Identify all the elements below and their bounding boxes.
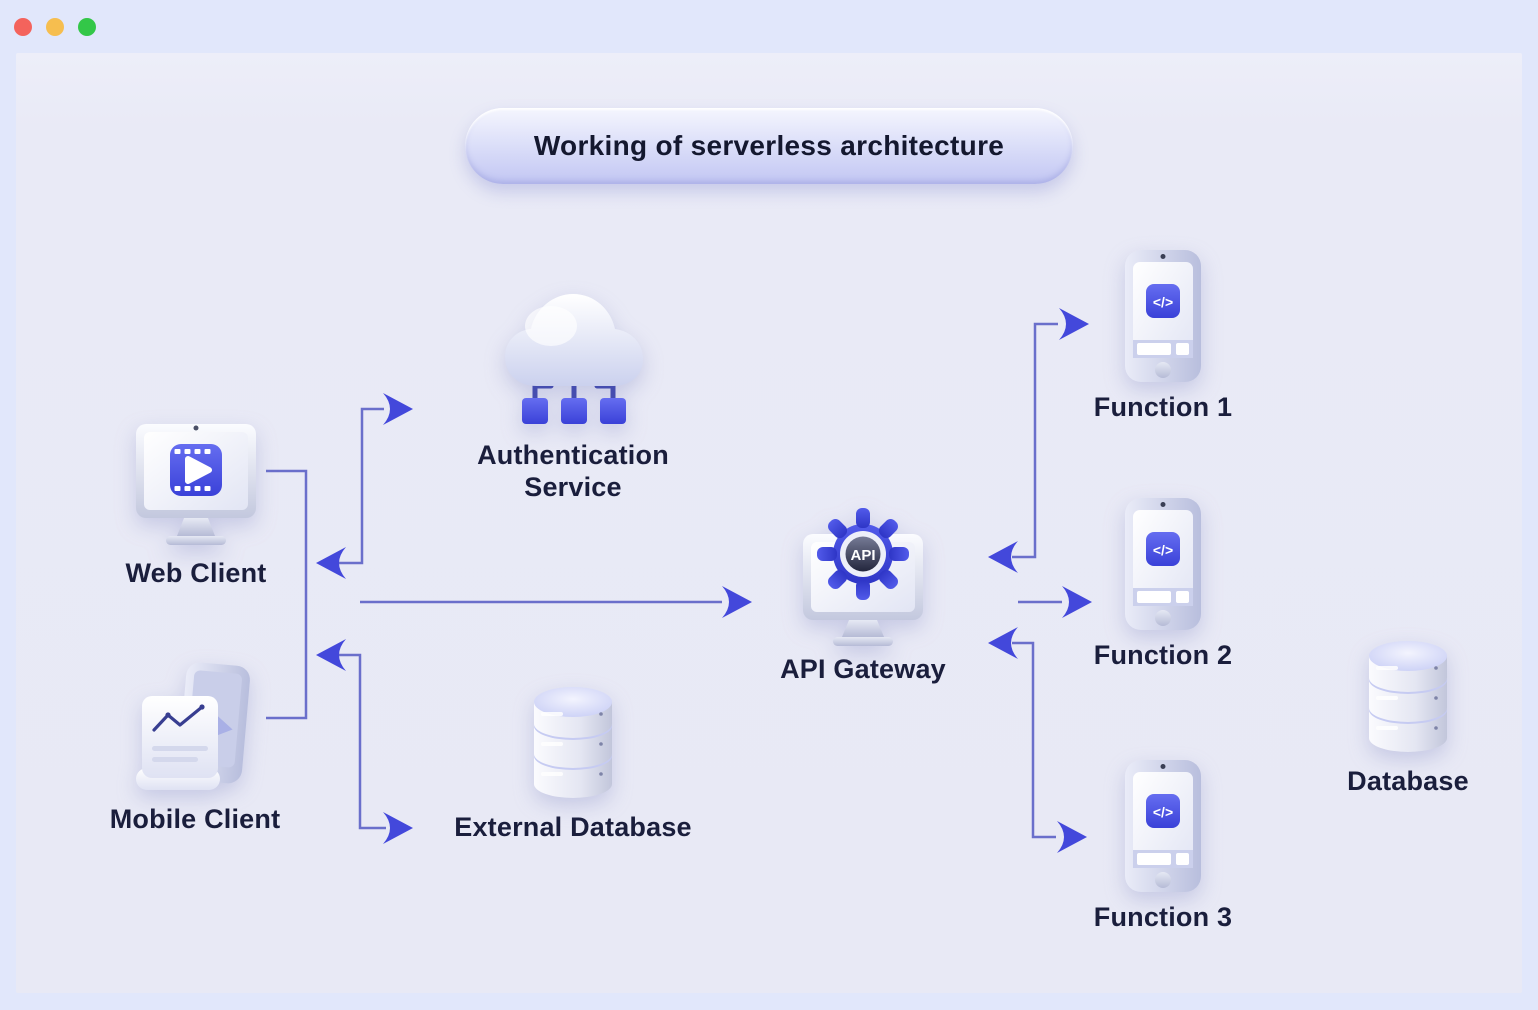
window-titlebar	[0, 0, 1538, 53]
auth-cloud-icon	[505, 294, 643, 424]
database-label: Database	[1347, 766, 1469, 796]
function-1-label: Function 1	[1093, 392, 1233, 422]
diagram-title-text: Working of serverless architecture	[533, 130, 1005, 161]
node-web-client: Web Client	[76, 420, 316, 590]
web-client-label: Web Client	[125, 558, 267, 588]
auth-service-label: Authentication Service	[477, 440, 669, 502]
mobile-client-label: Mobile Client	[109, 804, 281, 834]
code-glyph: </>	[1153, 804, 1173, 820]
function-3-label: Function 3	[1093, 902, 1233, 932]
function-2-phone-code-icon: </>	[1125, 498, 1201, 630]
code-glyph: </>	[1153, 294, 1173, 310]
mobile-client-icon	[136, 662, 250, 790]
external-database-icon	[534, 687, 612, 798]
arrow-to-auth	[383, 393, 413, 425]
close-button[interactable]	[14, 18, 32, 36]
arrow-to-mobile	[316, 639, 346, 671]
node-mobile-client: Mobile Client	[75, 658, 315, 836]
monitor-video-icon	[136, 424, 256, 545]
arrow-fn3-to-gateway	[988, 627, 1018, 659]
api-badge-text: API	[850, 547, 875, 564]
maximize-button[interactable]	[78, 18, 96, 36]
api-gateway-label: API Gateway	[780, 654, 946, 684]
arrow-fn1-to-gateway	[988, 541, 1018, 573]
function-1-phone-code-icon: </>	[1125, 250, 1201, 382]
code-glyph: </>	[1153, 542, 1173, 558]
arrow-to-webclient	[316, 547, 346, 579]
diagram-title: Working of serverless architecture	[465, 108, 1073, 184]
function-3-phone-code-icon: </>	[1125, 760, 1201, 892]
connector-mobile-extdb	[332, 653, 386, 830]
api-gateway-icon: API	[803, 508, 923, 646]
connector-clients-auth	[332, 407, 384, 565]
node-auth-service: Authentication Service	[453, 284, 693, 504]
node-function-2: </> Function 2	[1043, 496, 1283, 672]
arrow-to-extdb	[383, 812, 413, 844]
function-2-label: Function 2	[1093, 640, 1233, 670]
minimize-button[interactable]	[46, 18, 64, 36]
node-external-database: External Database	[443, 682, 703, 844]
diagram-canvas: Working of serverless architecture Web	[16, 53, 1522, 993]
database-icon	[1369, 641, 1447, 752]
node-api-gateway: API API Gateway	[743, 506, 983, 686]
node-database: Database	[1288, 636, 1528, 798]
external-database-label: External Database	[454, 812, 692, 842]
node-function-3: </> Function 3	[1043, 758, 1283, 934]
node-function-1: </> Function 1	[1043, 248, 1283, 424]
